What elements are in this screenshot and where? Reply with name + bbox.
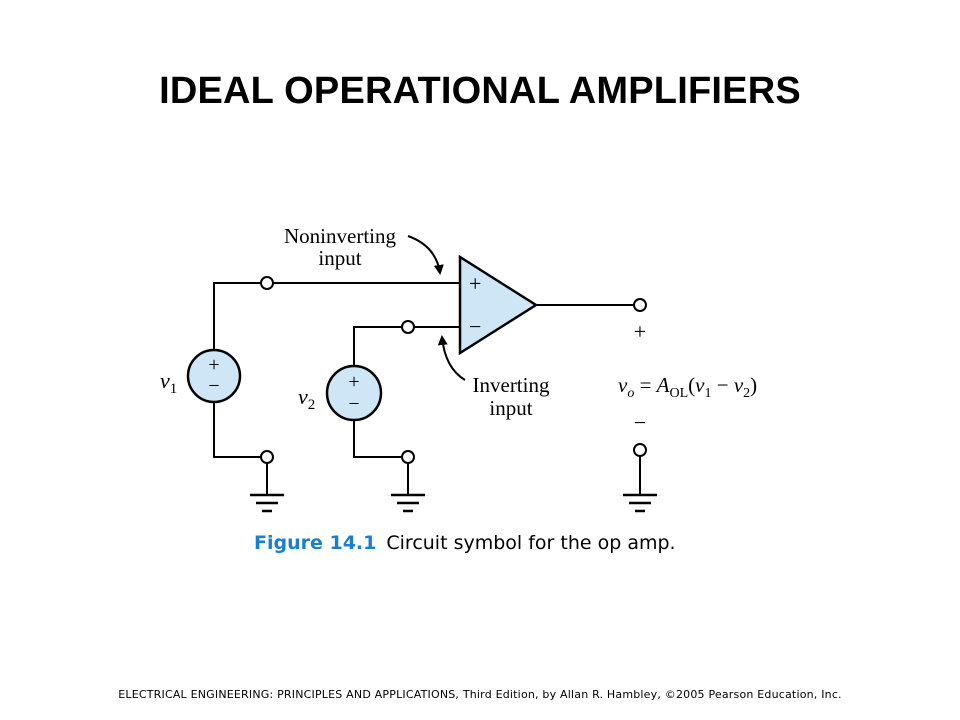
source2-bottom-wire [353,420,402,458]
source1-top-wire [213,282,261,350]
noninverting-arrow [407,235,444,275]
source2-top-wire [353,326,402,366]
slide-title: IDEAL OPERATIONAL AMPLIFIERS [159,70,801,112]
terminal-ground-2 [401,450,415,464]
source2-label: v2 [298,384,315,413]
source1-bottom-wire [213,402,261,458]
terminal-inverting [401,320,415,334]
ground-symbol-1 [250,493,284,513]
figure-caption: Figure 14.1 Circuit symbol for the op amp… [254,532,676,554]
op-amp-triangle [458,254,539,356]
figure-caption-text: Circuit symbol for the op amp. [386,532,676,554]
noninverting-label-line1: Noninverting [284,224,396,248]
output-plus-label: + [634,319,646,344]
op-amp-minus-sign: − [469,314,481,339]
source2-minus: − [348,393,359,415]
inverting-label-line1: Inverting [473,373,550,397]
source2-plus: + [348,371,359,393]
output-minus-label: − [634,410,646,435]
op-amp-plus-sign: + [469,271,481,296]
output-equation: vo = AOL(v1 − v2) [618,373,757,401]
inverting-label-line2: input [489,396,532,420]
noninverting-label-line2: input [318,246,361,270]
source1-minus: − [208,375,219,397]
voltage-source-v1 [186,348,242,404]
copyright-footer: ELECTRICAL ENGINEERING: PRINCIPLES AND A… [118,688,842,701]
ground-symbol-3 [623,493,657,513]
terminal-output [633,298,647,312]
terminal-noninverting [260,276,274,290]
terminal-output-ground [633,443,647,457]
voltage-source-v2 [325,364,383,422]
ground-symbol-2 [391,493,425,513]
inverting-arrow [437,335,466,381]
source1-plus: + [208,354,219,376]
source1-label: v1 [160,368,177,397]
terminal-ground-1 [260,450,274,464]
figure-number: Figure 14.1 [254,532,377,554]
